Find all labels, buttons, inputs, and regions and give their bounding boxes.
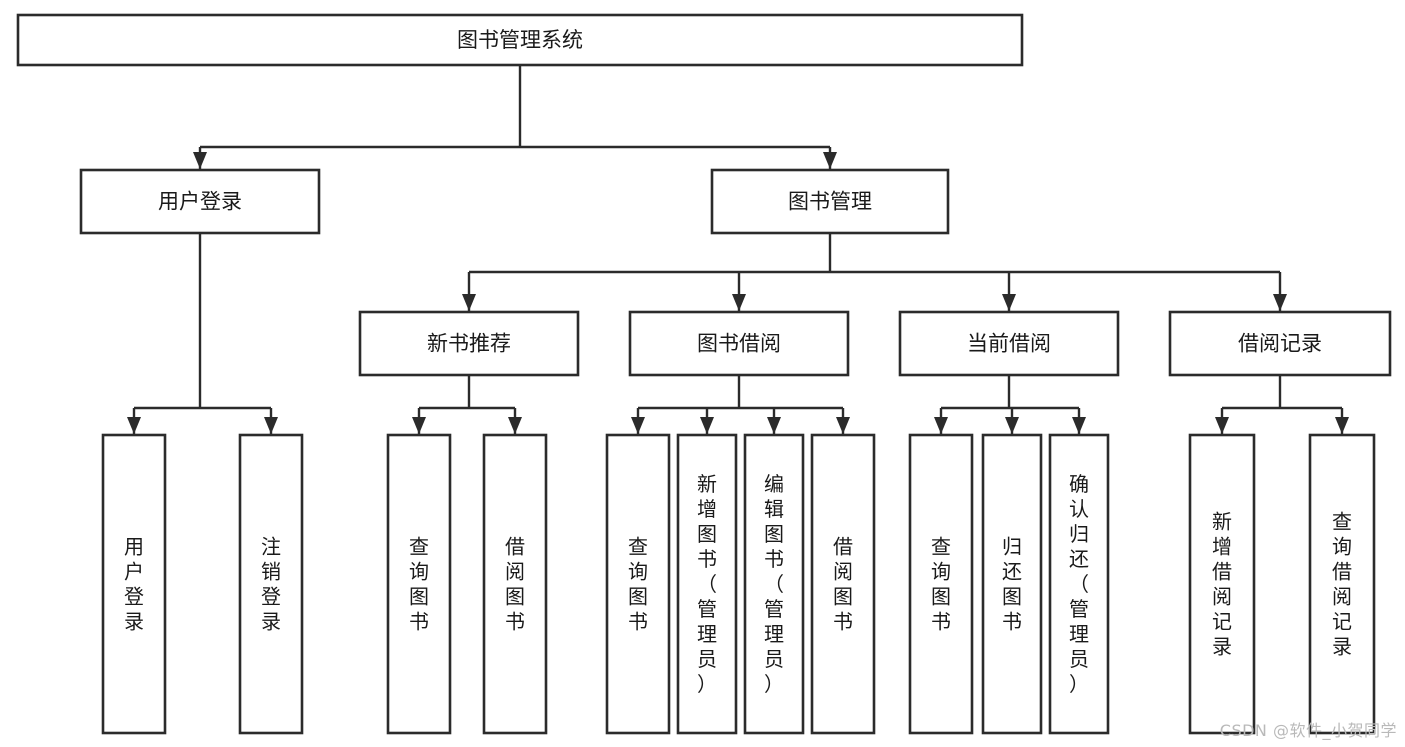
node-leaf-8[interactable]: 查询图书 (908, 433, 974, 735)
node-level3-0-label: 新书推荐 (427, 332, 511, 356)
node-level3-1-rect (628, 310, 850, 377)
node-level2-1[interactable]: 图书管理 (710, 168, 950, 235)
arrow-head-icon (127, 417, 141, 434)
node-leaf-7-rect (810, 433, 876, 735)
node-leaf-6[interactable]: 编辑图书（管理员） (743, 433, 805, 735)
node-leaf-12-rect (1308, 433, 1376, 735)
node-level3-3-rect (1168, 310, 1392, 377)
node-leaf-3-label: 借阅图书 (505, 535, 525, 634)
node-level3-3-label: 借阅记录 (1238, 332, 1322, 356)
arrow-head-icon (1215, 417, 1229, 434)
arrow-head-icon (1335, 417, 1349, 434)
node-level3-2[interactable]: 当前借阅 (898, 310, 1120, 377)
node-leaf-12-label: 查询借阅记录 (1332, 510, 1352, 659)
node-leaf-9-rect (981, 433, 1043, 735)
node-level3-0[interactable]: 新书推荐 (358, 310, 580, 377)
node-leaf-0-label: 用户登录 (124, 535, 144, 634)
node-level2-1-label: 图书管理 (788, 190, 872, 214)
arrow-head-icon (700, 417, 714, 434)
arrow-head-icon (1072, 417, 1086, 434)
arrow-head-icon (1002, 294, 1016, 311)
node-root-label: 图书管理系统 (457, 28, 583, 52)
node-leaf-8-rect (908, 433, 974, 735)
node-leaf-11-rect (1188, 433, 1256, 735)
arrow-head-icon (508, 417, 522, 434)
node-leaf-1-label: 注销登录 (261, 535, 281, 634)
node-leaf-3-rect (482, 433, 548, 735)
node-level3-2-rect (898, 310, 1120, 377)
node-leaf-11[interactable]: 新增借阅记录 (1188, 433, 1256, 735)
arrow-head-icon (264, 417, 278, 434)
node-leaf-2-rect (386, 433, 452, 735)
node-leaf-6-label: 编辑图书（管理员） (764, 472, 784, 696)
node-leaf-7-label: 借阅图书 (833, 535, 853, 634)
node-leaf-0[interactable]: 用户登录 (101, 433, 167, 735)
node-level3-1[interactable]: 图书借阅 (628, 310, 850, 377)
arrow-head-icon (934, 417, 948, 434)
node-leaf-5-rect (676, 433, 738, 735)
node-root[interactable]: 图书管理系统 (16, 13, 1024, 67)
node-level3-1-label: 图书借阅 (697, 332, 781, 356)
node-leaf-3[interactable]: 借阅图书 (482, 433, 548, 735)
node-leaf-6-rect (743, 433, 805, 735)
arrow-head-icon (767, 417, 781, 434)
node-level2-0-rect (79, 168, 321, 235)
node-leaf-2-label: 查询图书 (409, 535, 429, 634)
node-leaf-7[interactable]: 借阅图书 (810, 433, 876, 735)
node-leaf-10-label: 确认归还（管理员） (1069, 472, 1089, 696)
node-leaf-9[interactable]: 归还图书 (981, 433, 1043, 735)
node-leaf-2[interactable]: 查询图书 (386, 433, 452, 735)
arrow-head-icon (1273, 294, 1287, 311)
node-leaf-4-label: 查询图书 (628, 535, 648, 634)
csdn-watermark: CSDN @软件_小贺同学 (1219, 721, 1397, 740)
node-root-rect (16, 13, 1024, 67)
node-level2-1-rect (710, 168, 950, 235)
node-level2-0-label: 用户登录 (158, 190, 242, 214)
node-level3-3[interactable]: 借阅记录 (1168, 310, 1392, 377)
arrow-head-icon (462, 294, 476, 311)
arrow-head-icon (193, 152, 207, 169)
node-leaf-5-label: 新增图书（管理员） (697, 472, 717, 696)
node-leaf-10[interactable]: 确认归还（管理员） (1048, 433, 1110, 735)
arrow-head-icon (732, 294, 746, 311)
connector-layer (127, 65, 1349, 434)
arrow-head-icon (1005, 417, 1019, 434)
node-level3-0-rect (358, 310, 580, 377)
arrow-head-icon (631, 417, 645, 434)
node-level2-0[interactable]: 用户登录 (79, 168, 321, 235)
node-leaf-1[interactable]: 注销登录 (238, 433, 304, 735)
node-leaf-12[interactable]: 查询借阅记录 (1308, 433, 1376, 735)
arrow-head-icon (823, 152, 837, 169)
arrow-head-icon (836, 417, 850, 434)
node-leaf-4[interactable]: 查询图书 (605, 433, 671, 735)
node-leaf-11-label: 新增借阅记录 (1212, 510, 1232, 659)
node-leaf-9-label: 归还图书 (1002, 535, 1022, 634)
node-leaf-0-rect (101, 433, 167, 735)
node-leaf-4-rect (605, 433, 671, 735)
node-level3-2-label: 当前借阅 (967, 332, 1051, 356)
node-leaf-1-rect (238, 433, 304, 735)
node-leaf-8-label: 查询图书 (931, 535, 951, 634)
arrow-head-icon (412, 417, 426, 434)
node-leaf-10-rect (1048, 433, 1110, 735)
node-leaf-5[interactable]: 新增图书（管理员） (676, 433, 738, 735)
